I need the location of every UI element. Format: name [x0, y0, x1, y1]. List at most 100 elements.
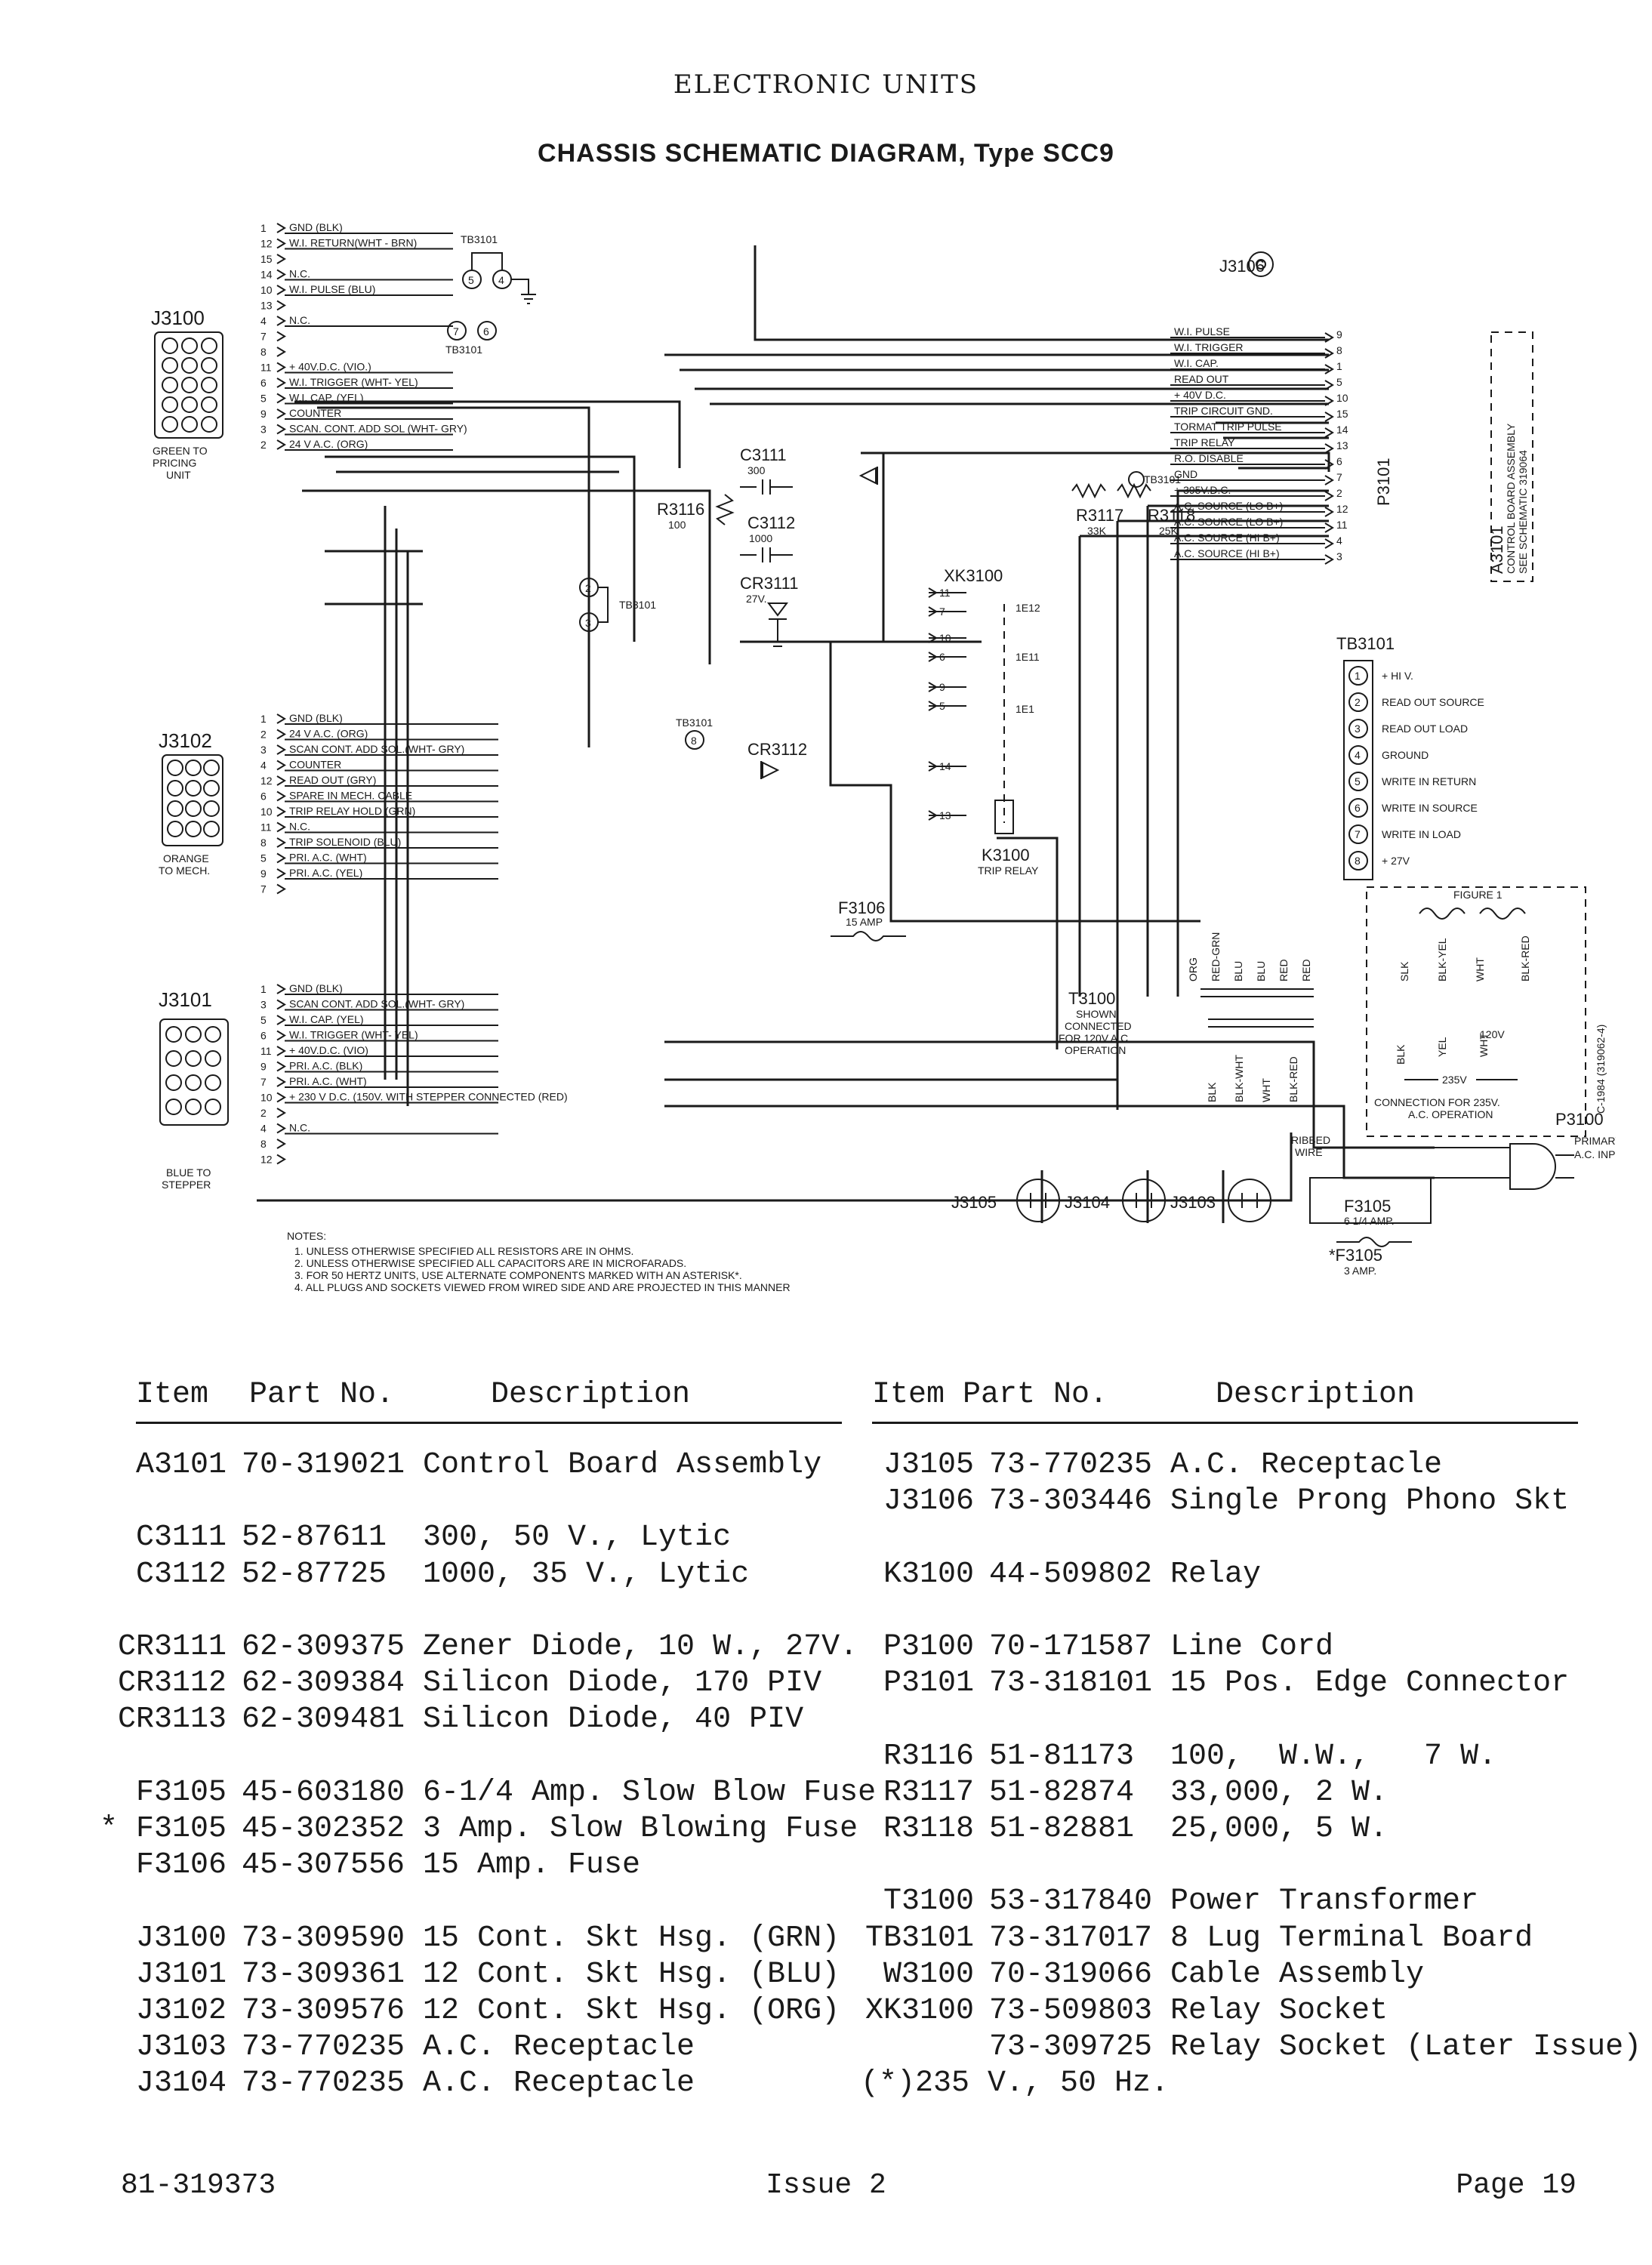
p3101-pin-12: 12	[1336, 503, 1348, 515]
svg-text:TB3101: TB3101	[619, 599, 656, 611]
parts-item: * F3105	[99, 1812, 227, 1846]
connector-pin-hole	[185, 800, 202, 817]
svg-text:15 AMP: 15 AMP	[846, 916, 883, 928]
j3100-pin-label: N.C.	[289, 268, 310, 280]
xk3100-pin-13: 13	[939, 809, 951, 821]
svg-text:TB3101: TB3101	[1144, 473, 1181, 485]
figure1-wire-label: BLK-RED	[1519, 935, 1531, 982]
t3100-secondary-wire: BLU	[1232, 961, 1244, 982]
right-header-rule	[872, 1422, 1578, 1424]
j3100-pin-label: W.I. PULSE (BLU)	[289, 283, 375, 295]
parts-desc: 12 Cont. Skt Hsg. (ORG)	[423, 1994, 840, 2028]
j3102-pin-arrow	[276, 760, 286, 771]
svg-text:CR3112: CR3112	[747, 740, 807, 759]
svg-text:A3101: A3101	[1487, 525, 1506, 574]
parts-desc: 12 Cont. Skt Hsg. (BLU)	[423, 1957, 840, 1992]
p3101-pin-15: 15	[1336, 408, 1348, 420]
j3100-pin-arrow	[276, 238, 286, 249]
j3101-pin-9: 9	[260, 1061, 267, 1073]
parts-desc: 15 Cont. Skt Hsg. (GRN)	[423, 1921, 840, 1955]
connector-pin-hole	[203, 780, 220, 797]
connector-pin-hole	[162, 377, 178, 393]
j3101-pin-arrow	[276, 984, 286, 994]
right-header-desc: Description	[1216, 1378, 1416, 1412]
j3101-pin-label: W.I. CAP. (YEL)	[289, 1013, 364, 1025]
svg-text:*F3105: *F3105	[1329, 1246, 1382, 1265]
parts-item: C3112	[135, 1557, 227, 1592]
p3101-pin-label: TORMAT TRIP PULSE	[1174, 421, 1282, 433]
tb3101-top-label: TB3101	[461, 233, 498, 245]
p3101-pin-6: 6	[1336, 455, 1342, 467]
tb-legend-num: 3	[1355, 723, 1361, 735]
parts-desc: A.C. Receptacle	[1170, 1448, 1443, 1482]
tb-legend-terminal	[1348, 666, 1368, 686]
tb-legend-num: 4	[1355, 749, 1361, 761]
p3101-pin-13: 13	[1336, 439, 1348, 451]
j3102-pin-label: SCAN CONT. ADD SOL.(WHT- GRY)	[289, 743, 464, 755]
j3102-pin-label: PRI. A.C. (YEL)	[289, 867, 362, 879]
j3102-pin-label: PRI. A.C. (WHT)	[289, 852, 367, 864]
j3102-pin-label: TRIP RELAY HOLD (GRN)	[289, 805, 415, 817]
tb-legend-label: WRITE IN RETURN	[1382, 775, 1476, 787]
t3100-primary-wire: BLK-WHT	[1233, 1055, 1245, 1102]
parts-row	[91, 1484, 423, 1520]
j3102-pin-label: 24 V A.C. (ORG)	[289, 728, 368, 740]
parts-desc: 3 Amp. Slow Blowing Fuse	[423, 1812, 858, 1846]
tb-legend-terminal	[1348, 851, 1368, 871]
j3102-pin-label: N.C.	[289, 821, 310, 833]
connector-pin-hole	[181, 416, 198, 433]
svg-text:C3111: C3111	[740, 445, 787, 464]
p3101-pin-label: W.I. CAP.	[1174, 357, 1219, 369]
j3100-pin-label: W.I. RETURN(WHT - BRN)	[289, 237, 417, 249]
j3102-pin-6: 6	[260, 790, 267, 803]
j3100-pin-label: SCAN. CONT. ADD SOL (WHT- GRY)	[289, 423, 467, 435]
parts-desc: Cable Assembly	[1170, 1957, 1425, 1992]
j3101-pin-arrow	[276, 1154, 286, 1165]
svg-text:6: 6	[483, 325, 489, 337]
notes: NOTES: 1. UNLESS OTHERWISE SPECIFIED ALL…	[287, 1230, 791, 1293]
tb-legend-label: WRITE IN SOURCE	[1382, 802, 1478, 814]
xk3100-pin-11: 11	[939, 587, 951, 599]
receptacle-j3103: J3103	[1170, 1179, 1271, 1222]
j3101-pin-4: 4	[260, 1123, 267, 1135]
svg-text:8: 8	[691, 735, 697, 747]
p3101-pin-label: A.C. SOURCE (HI B+)	[1174, 547, 1280, 559]
p3101-pin-arrow	[1170, 364, 1334, 374]
j3100-pin-12: 12	[260, 238, 273, 250]
parts-part: 73-509803	[989, 1994, 1153, 2028]
connector-pin-hole	[165, 1074, 182, 1091]
j3100-caption-1: GREEN TO	[153, 445, 208, 457]
j3100-pin-label: GND (BLK)	[289, 221, 343, 233]
tb-legend-terminal	[1348, 692, 1368, 712]
j3100-caption-3: UNIT	[166, 469, 191, 481]
parts-item: F3106	[135, 1848, 227, 1883]
p3101-pin-5: 5	[1336, 376, 1342, 388]
j3100-pin-11: 11	[260, 362, 272, 374]
svg-text:K3100: K3100	[982, 846, 1030, 864]
svg-text:R3117: R3117	[1076, 506, 1123, 525]
tb3101-mid: 2 3 TB3101 TB3101 8	[579, 578, 713, 750]
tb-legend-num: 6	[1355, 802, 1361, 814]
parts-desc: A.C. Receptacle	[423, 2030, 695, 2065]
p3101-pin-arrow	[1170, 443, 1334, 454]
parts-part: 62-309481	[242, 1703, 405, 1737]
p3101-pin-arrow	[1170, 396, 1334, 406]
figure1-wire-label: WHT	[1478, 1033, 1490, 1057]
j3100-pin-arrow	[276, 285, 286, 295]
t3100-primary-wire: BLK	[1206, 1082, 1218, 1102]
connector-pin-hole	[167, 760, 183, 776]
j3101-pin-11: 11	[260, 1045, 272, 1057]
xk3100-pin-arrow	[928, 652, 966, 662]
svg-text:C3112: C3112	[747, 513, 795, 532]
cr3112: CR3112	[747, 740, 807, 779]
